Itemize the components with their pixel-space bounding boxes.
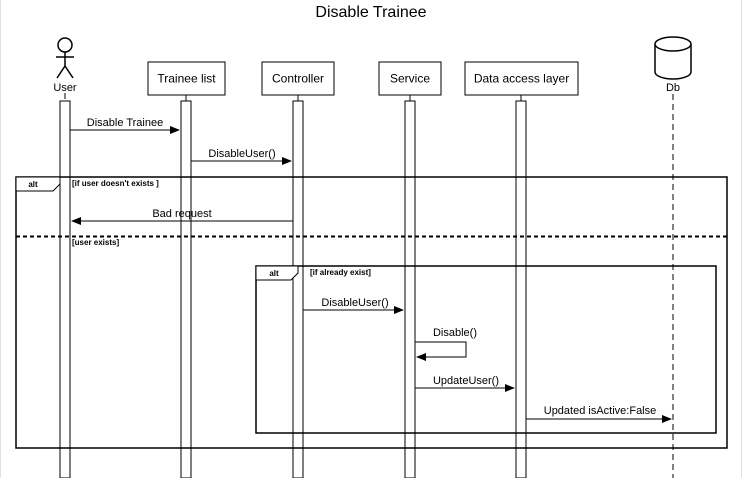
fragment-guard-inner: [if already exist] xyxy=(310,268,371,277)
participant-label-db: Db xyxy=(666,82,680,94)
message-disable-self: Disable() xyxy=(415,327,477,361)
participant-label-dal: Data access layer xyxy=(474,72,569,86)
participant-db: Db xyxy=(654,36,692,94)
participant-label-trainee-list: Trainee list xyxy=(157,72,216,86)
participant-label-service: Service xyxy=(390,72,430,86)
activation-trainee-list xyxy=(180,100,192,478)
message-disableuser-2: DisableUser() xyxy=(303,297,404,314)
fragment-guard-outer-2: [user exists] xyxy=(72,238,119,247)
message-updated-isactive: Updated isActive:False xyxy=(526,405,672,423)
fragment-alt-inner: alt [if already exist] xyxy=(255,265,717,434)
fragment-alt-outer: alt [if user doesn't exists ] [user exis… xyxy=(15,176,728,449)
activation-dal xyxy=(515,100,527,478)
message-label: UpdateUser() xyxy=(433,375,499,387)
message-updateuser: UpdateUser() xyxy=(415,375,515,392)
participant-label-user: User xyxy=(53,82,77,94)
participant-controller: Controller xyxy=(261,61,335,96)
message-bad-request: Bad request xyxy=(71,208,293,225)
fragment-operator-outer: alt xyxy=(28,180,38,189)
participant-service: Service xyxy=(378,61,442,96)
message-disable-trainee: Disable Trainee xyxy=(70,117,180,134)
participant-label-controller: Controller xyxy=(272,72,324,86)
message-label: Disable() xyxy=(433,327,477,339)
actor-icon xyxy=(56,37,74,79)
participant-dal: Data access layer xyxy=(464,61,579,96)
fragment-guard-outer-1: [if user doesn't exists ] xyxy=(72,179,159,188)
database-icon xyxy=(654,36,692,80)
message-label: Updated isActive:False xyxy=(544,405,657,417)
fragment-operator-inner: alt xyxy=(269,269,279,278)
diagram-title: Disable Trainee xyxy=(315,4,426,21)
activation-user xyxy=(59,100,71,478)
message-label: Disable Trainee xyxy=(87,117,163,129)
message-label: Bad request xyxy=(152,208,211,220)
activation-controller xyxy=(292,100,304,478)
participant-trainee-list: Trainee list xyxy=(147,61,226,96)
participant-user: User xyxy=(53,37,77,94)
message-disableuser-1: DisableUser() xyxy=(191,148,292,165)
activation-service xyxy=(404,100,416,478)
message-label: DisableUser() xyxy=(208,148,275,160)
message-label: DisableUser() xyxy=(321,297,388,309)
